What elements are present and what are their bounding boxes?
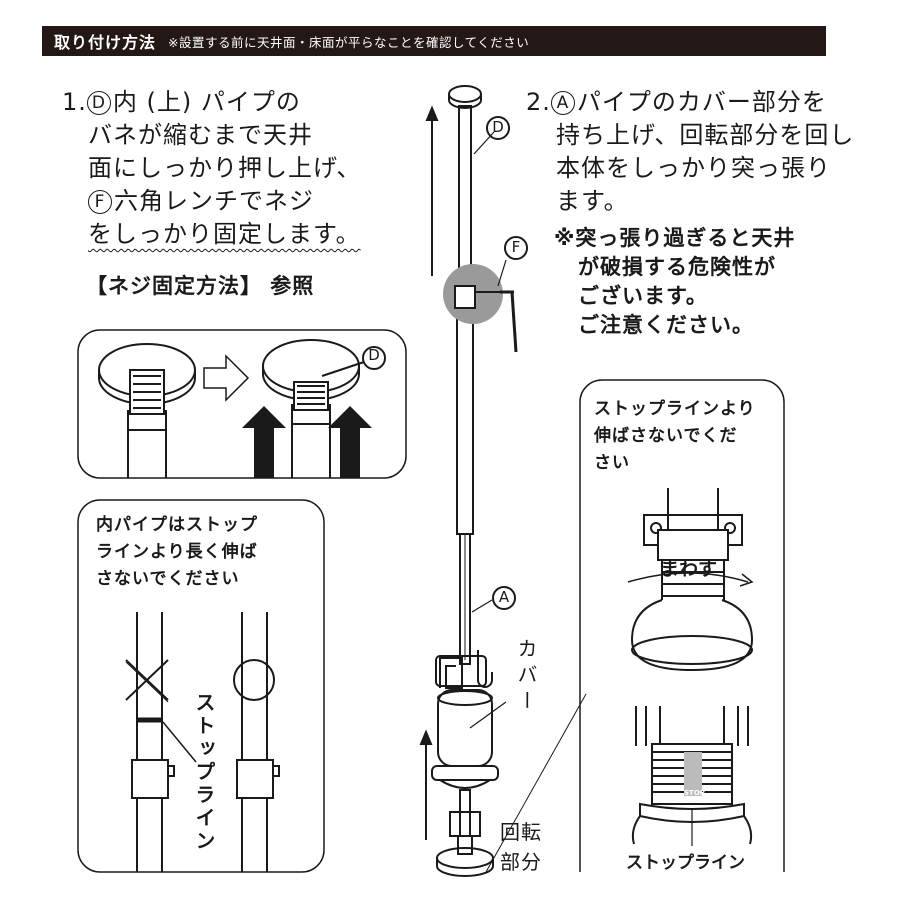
cover-label: カバー: [514, 638, 538, 716]
spring-detail-panel: [77, 329, 407, 479]
step2-line4: ます。: [556, 187, 629, 215]
right-box-text: ストップラインより 伸ばさないでくだ さい: [594, 396, 756, 477]
stop-line-label-vertical: ストップライン: [192, 692, 216, 853]
warning-line1: ※突っ張り過ぎると天井: [554, 226, 796, 250]
rotate-label: まわす: [660, 558, 718, 580]
step2-number: 2.: [526, 88, 551, 116]
stop-line-detail-panel: [485, 379, 785, 873]
warning-line4: ご注意ください。: [578, 313, 754, 337]
screw-fixing-reference: 【ネジ固定方法】 参照: [86, 274, 315, 298]
part-f-marker: F: [88, 190, 112, 214]
pole-label-d: D: [492, 118, 504, 136]
step1-number: 1.: [62, 88, 87, 116]
step1-line3: 面にしっかり押し上げ、: [88, 154, 362, 182]
part-a-marker: A: [550, 91, 575, 115]
stop-line-warning-panel: [77, 499, 325, 873]
header-bar: 取り付け方法 ※設置する前に天井面・床面が平らなことを確認してください: [42, 26, 826, 56]
left-box-line1: 内パイプはストップ: [96, 515, 258, 535]
part-d-marker: D: [86, 91, 111, 115]
right-box-line2: 伸ばさないでくだ: [594, 426, 738, 446]
step1-line4: 六角レンチでネジ: [114, 187, 314, 215]
left-box-line2: ラインより長く伸ば: [96, 542, 258, 562]
tension-pole: [419, 85, 528, 877]
warning-text: ※突っ張り過ぎると天井 が破損する危険性が ございます。 ご注意ください。: [554, 224, 795, 340]
header-note: ※設置する前に天井面・床面が平らなことを確認してください: [168, 34, 530, 50]
step1-line2: バネが縮むまで天井: [88, 121, 313, 149]
rotation-label-1: 回転: [500, 820, 542, 844]
header-title: 取り付け方法: [54, 33, 157, 52]
pole-label-f: F: [511, 238, 521, 256]
warning-line3: ございます。: [578, 284, 708, 308]
left-box-line3: さないでください: [96, 569, 240, 589]
stop-mark: STOP: [684, 789, 705, 797]
right-box-line3: さい: [594, 453, 630, 473]
warning-line2: が破損する危険性が: [578, 255, 776, 279]
pole-label-a: A: [498, 588, 510, 606]
right-box-line1: ストップラインより: [594, 399, 756, 419]
stop-line-label: ストップライン: [626, 853, 745, 873]
step2-line3: 本体をしっかり突っ張り: [556, 154, 831, 182]
rotation-label-2: 部分: [500, 850, 542, 874]
step2-line2: 持ち上げ、回転部分を回し: [556, 121, 855, 149]
spring-label-d: D: [368, 346, 380, 364]
step1-line5: をしっかり固定します。: [88, 220, 361, 248]
step1-line1: 内 (上) パイプの: [112, 88, 301, 116]
left-box-text: 内パイプはストップ ラインより長く伸ば さないでください: [96, 512, 258, 593]
step2-line1: パイプのカバー部分を: [576, 88, 827, 116]
